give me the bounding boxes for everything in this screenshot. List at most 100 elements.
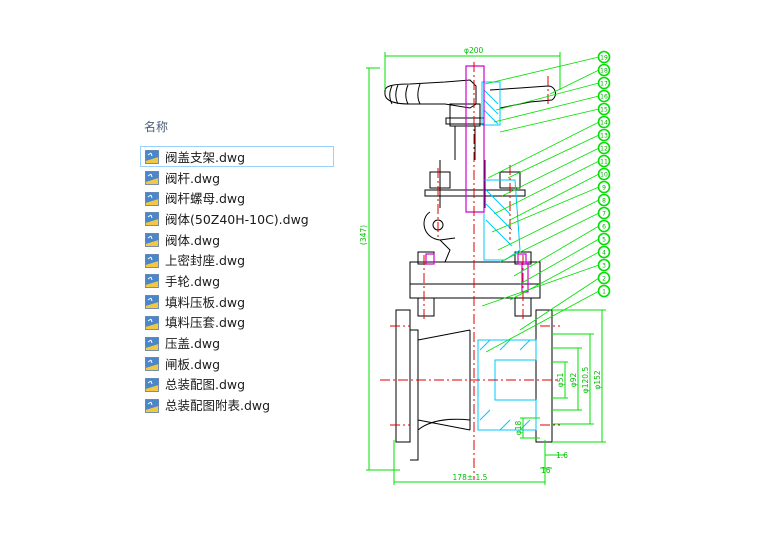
balloon-leaders bbox=[481, 56, 600, 353]
file-list-item[interactable]: 压盖.dwg bbox=[140, 332, 334, 353]
balloon-number: 14 bbox=[600, 120, 608, 127]
file-list-item[interactable]: 阀杆.dwg bbox=[140, 167, 334, 188]
dim-flange-od: φ152 bbox=[593, 370, 602, 389]
balloon-number: 1 bbox=[602, 289, 606, 296]
dim-overall-height: (347) bbox=[359, 225, 368, 245]
balloon-leader-line bbox=[485, 290, 600, 353]
dim-flange-thickness: 16 bbox=[541, 466, 551, 475]
part-balloon: 19 bbox=[597, 50, 611, 64]
file-list-item[interactable]: 闸板.dwg bbox=[140, 353, 334, 374]
valve-stem bbox=[425, 65, 529, 293]
part-balloon: 13 bbox=[597, 128, 611, 142]
dwg-file-icon bbox=[145, 377, 159, 392]
balloon-leader-line bbox=[499, 212, 600, 263]
part-balloon: 18 bbox=[597, 63, 611, 77]
dwg-file-icon bbox=[145, 294, 159, 310]
part-balloon: 1 bbox=[597, 284, 611, 298]
balloon-number: 12 bbox=[600, 146, 608, 153]
dim-handwheel-diameter: φ200 bbox=[464, 46, 483, 55]
dwg-file-icon bbox=[145, 232, 159, 248]
part-balloon: 9 bbox=[597, 180, 611, 194]
balloon-number: 9 bbox=[602, 185, 606, 192]
balloon-leader-line bbox=[519, 277, 600, 331]
balloon-leader-line bbox=[497, 199, 600, 251]
file-list-item[interactable]: 填料压套.dwg bbox=[140, 312, 334, 333]
valve-outline bbox=[384, 79, 556, 461]
part-balloon: 10 bbox=[597, 167, 611, 181]
file-name: 阀盖支架.dwg bbox=[165, 149, 246, 165]
dwg-file-icon bbox=[145, 356, 159, 372]
dim-raised-face: φ92 bbox=[569, 373, 578, 388]
part-balloon: 12 bbox=[597, 141, 611, 155]
balloon-leader-line bbox=[499, 108, 600, 133]
dwg-file-icon bbox=[145, 336, 159, 351]
balloon-leader-line bbox=[495, 82, 600, 111]
dimension-texts: φ200 (347) 178± 1.5 φ51 φ92 φ120.5 φ152 … bbox=[359, 46, 602, 482]
file-list-item[interactable]: 手轮.dwg bbox=[140, 270, 334, 291]
dimension-lines bbox=[366, 52, 606, 485]
dwg-file-icon bbox=[145, 191, 159, 206]
file-name: 阀杆螺母.dwg bbox=[165, 191, 246, 207]
balloon-leader-line bbox=[509, 251, 600, 301]
balloon-leader-line bbox=[519, 238, 600, 285]
balloon-leader-line bbox=[491, 186, 600, 233]
balloon-leader-line bbox=[501, 147, 600, 197]
dwg-file-icon bbox=[145, 315, 159, 330]
file-list-item[interactable]: 总装配图.dwg bbox=[140, 374, 334, 395]
dim-bolt-hole: φ18 bbox=[514, 421, 523, 436]
part-balloon: 15 bbox=[597, 102, 611, 116]
dim-face-to-face: 178± 1.5 bbox=[453, 473, 488, 482]
part-balloon: 16 bbox=[597, 89, 611, 103]
balloon-number: 3 bbox=[602, 263, 606, 270]
file-list-item[interactable]: 阀体(50Z40H-10C).dwg bbox=[140, 208, 334, 229]
file-name: 上密封座.dwg bbox=[165, 253, 246, 269]
dwg-file-icon bbox=[145, 211, 159, 227]
balloon-number: 4 bbox=[602, 250, 606, 257]
part-balloon: 11 bbox=[597, 154, 611, 168]
balloon-number: 11 bbox=[600, 159, 608, 166]
part-balloon: 3 bbox=[597, 258, 611, 272]
centerlines bbox=[380, 62, 560, 480]
part-balloon: 4 bbox=[597, 245, 611, 259]
balloon-number: 5 bbox=[602, 237, 606, 244]
file-name: 填料压板.dwg bbox=[165, 294, 246, 310]
file-name: 压盖.dwg bbox=[165, 336, 221, 352]
dim-bolt-circle: φ120.5 bbox=[581, 367, 590, 394]
part-balloon: 6 bbox=[597, 219, 611, 233]
file-name: 阀杆.dwg bbox=[165, 170, 221, 186]
balloon-leader-line bbox=[484, 56, 600, 85]
dim-raised-face-height: 1.6 bbox=[556, 451, 568, 460]
part-balloon: 8 bbox=[597, 193, 611, 207]
file-name: 填料压套.dwg bbox=[165, 315, 246, 331]
part-balloon: 14 bbox=[597, 115, 611, 129]
balloon-leader-line bbox=[549, 69, 600, 95]
file-name: 手轮.dwg bbox=[165, 273, 221, 289]
balloon-leader-line bbox=[493, 160, 600, 215]
file-name: 总装配图.dwg bbox=[165, 377, 246, 393]
file-list-item[interactable]: 阀杆螺母.dwg bbox=[140, 187, 334, 208]
dwg-file-icon bbox=[145, 253, 159, 268]
file-list: 阀盖支架.dwg 阀杆.dwg 阀杆螺母.dwg 阀体(50Z40H-10C).dwg… bbox=[140, 146, 334, 415]
part-balloon: 2 bbox=[597, 271, 611, 285]
dwg-file-icon bbox=[145, 149, 159, 165]
file-name: 阀体(50Z40H-10C).dwg bbox=[165, 211, 309, 227]
file-name: 闸板.dwg bbox=[165, 356, 221, 372]
file-list-item[interactable]: 填料压板.dwg bbox=[140, 291, 334, 312]
balloon-number: 8 bbox=[602, 198, 606, 205]
file-list-item[interactable]: 总装配图附表.dwg bbox=[140, 394, 334, 415]
file-list-item[interactable]: 上密封座.dwg bbox=[140, 249, 334, 270]
file-list-item[interactable]: 阀体.dwg bbox=[140, 229, 334, 250]
balloon-number: 15 bbox=[600, 107, 608, 114]
balloon-number: 17 bbox=[600, 81, 608, 88]
balloon-number: 10 bbox=[600, 172, 608, 179]
balloon-leader-line bbox=[487, 121, 600, 179]
column-header-name[interactable]: 名称 bbox=[144, 120, 169, 134]
file-list-item[interactable]: 阀盖支架.dwg bbox=[140, 146, 334, 167]
section-hatch bbox=[477, 81, 537, 431]
file-name: 阀体.dwg bbox=[165, 232, 221, 248]
dwg-file-icon bbox=[145, 398, 159, 413]
balloon-number: 7 bbox=[602, 211, 606, 218]
